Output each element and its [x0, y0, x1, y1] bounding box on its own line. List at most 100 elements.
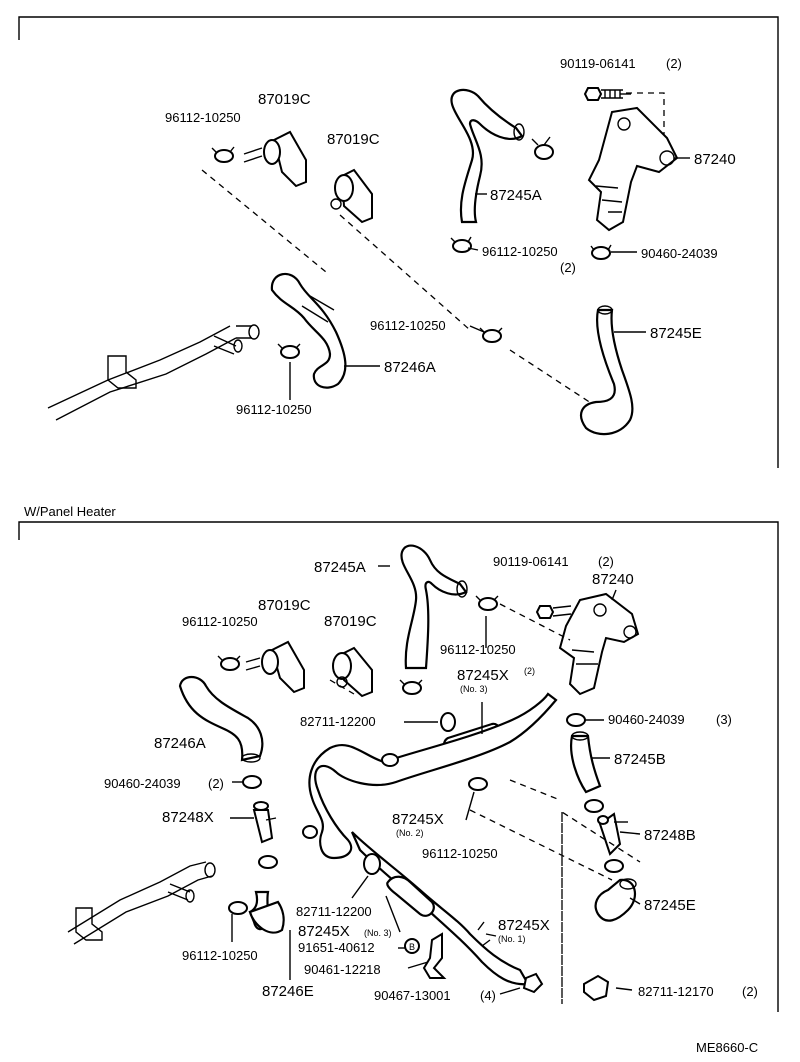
- top-frame: [18, 16, 779, 468]
- b-joint-x-label: 87248X: [162, 809, 214, 826]
- b-grommet2-label: 82711-12200: [296, 904, 372, 919]
- b-band-qty: (4): [480, 988, 496, 1003]
- clamp-lower-left: [228, 901, 248, 915]
- b-clamp-tr-label: 96112-10250: [440, 642, 516, 657]
- clamp-long-hose-a: [381, 753, 399, 767]
- clamp-mid-left-bottom: [399, 679, 423, 695]
- bottom-frame: [18, 521, 779, 1012]
- hose-87245x-no2: [308, 692, 558, 860]
- b-clamp-mid-label: 96112-10250: [422, 846, 498, 861]
- b-hose-x-no2-no: (No. 2): [396, 828, 424, 838]
- hose-87246a: [270, 273, 347, 389]
- clamp-bottom-mid: [450, 236, 472, 253]
- b-clamp-bl-label: 96112-10250: [182, 948, 258, 963]
- clip-90460: [590, 244, 612, 260]
- b-bolt-qty: (2): [598, 554, 614, 569]
- b-hose-x-no3-no: (No. 3): [364, 928, 392, 938]
- bracket-bottom: B: [404, 932, 447, 979]
- b-clip-r-qty: (3): [716, 712, 732, 727]
- section-title: W/Panel Heater: [24, 504, 116, 519]
- b-hose-x-no3-label: 87245X: [298, 923, 350, 940]
- band-clamp: [522, 972, 544, 994]
- b-clip-r-label: 90460-24039: [608, 712, 685, 727]
- b-hose-46a-label: 87246A: [154, 735, 206, 752]
- clamp-bottom-left: [277, 343, 301, 359]
- bottom-section: W/Panel Heater: [18, 504, 779, 1012]
- b-plug-a-label: 87019C: [258, 597, 311, 614]
- clamp-joint-lower: [258, 855, 278, 869]
- b-hose-a-label: 87245A: [314, 559, 366, 576]
- hose-87245e-bottom: [594, 878, 637, 922]
- heater-valve: [587, 106, 679, 232]
- hose-87245b: [570, 734, 602, 794]
- valve-label: 87240: [694, 151, 736, 168]
- bolt-qty: (2): [666, 56, 682, 71]
- engine-pipe-top: [47, 324, 260, 421]
- clamp-tl-bottom: [217, 655, 241, 671]
- hose-87245a-bottom: [400, 544, 468, 670]
- bolt-part: [583, 87, 623, 101]
- clamp-top-mid: [531, 136, 554, 160]
- b-hose-46e-label: 87246E: [262, 983, 314, 1000]
- b-plug-b-label: 87019C: [324, 613, 377, 630]
- hose-87246a-bottom: [178, 675, 264, 762]
- b-hose-x2-qty: (2): [524, 666, 535, 676]
- heater-valve-bottom: [558, 592, 640, 696]
- diagram-code: ME8660-C: [696, 1040, 758, 1055]
- clamp-c-label: 96112-10250: [370, 318, 446, 333]
- clamp-top-left: [211, 146, 235, 163]
- clip-82711-12170: [583, 974, 610, 1002]
- joint-87248x: [252, 801, 277, 844]
- b-clamp-tl-label: 96112-10250: [182, 614, 258, 629]
- engine-pipe-bottom: [67, 861, 216, 945]
- b-hose-x-no2-label: 87245X: [392, 811, 444, 828]
- clamp-mid-label: 96112-10250: [482, 244, 558, 259]
- hose-e-label: 87245E: [650, 325, 702, 342]
- b-hose-x-no1-no: (No. 1): [498, 934, 526, 944]
- plug-a-label: 87019C: [258, 91, 311, 108]
- b-hose-x2-no: (No. 3): [460, 684, 488, 694]
- marker-b: B: [409, 942, 415, 952]
- clamp-long-hose-c: [302, 825, 318, 839]
- bolt-part-bottom: [535, 605, 572, 619]
- plug-87019c-a-bottom: [245, 640, 305, 694]
- clip-90460-left: [242, 775, 262, 789]
- plug-b-label: 87019C: [327, 131, 380, 148]
- clamp-bl-label: 96112-10250: [236, 402, 312, 417]
- hose-87245a: [450, 88, 524, 224]
- clamp-87248b-bottom: [604, 859, 624, 873]
- b-clip-l-qty: (2): [208, 776, 224, 791]
- clamp-mid-qty: (2): [560, 260, 576, 275]
- clamp-96112-c: [479, 327, 503, 343]
- clamp-long-hose-b: [468, 777, 488, 791]
- b-clip-l-label: 90460-24039: [104, 776, 181, 791]
- bolt-label: 90119-06141: [560, 56, 636, 71]
- b-joint-b-label: 87248B: [644, 827, 696, 844]
- b-valve-label: 87240: [592, 571, 634, 588]
- b-bolt-b-label: 91651-40612: [298, 940, 375, 955]
- top-section: 90119-06141 (2) 87019C 96112-10250 87019…: [18, 16, 779, 468]
- b-hose-e-label: 87245E: [644, 897, 696, 914]
- clamp-tr-bottom: [475, 595, 499, 611]
- hose-87245x-no3-lower: [386, 875, 435, 917]
- clamp-87248b-top: [584, 799, 604, 813]
- b-grommet-label: 82711-12200: [300, 714, 376, 729]
- b-band-label: 90467-13001: [374, 988, 451, 1003]
- hose-87245e: [579, 308, 634, 436]
- grommet-82711-12200-lower: [363, 853, 381, 875]
- b-hose-x2-label: 87245X: [457, 667, 509, 684]
- hose-46a-label: 87246A: [384, 359, 436, 376]
- b-clip-clamp2-qty: (2): [742, 984, 758, 999]
- b-hose-x-no1-label: 87245X: [498, 917, 550, 934]
- clip-label: 90460-24039: [641, 246, 718, 261]
- plug-87019c-a: [243, 130, 307, 188]
- joint-87248b: [597, 812, 628, 856]
- b-bolt2-label: 90461-12218: [304, 962, 381, 977]
- b-bolt-label: 90119-06141: [493, 554, 569, 569]
- plug-87019c-b-bottom: [332, 646, 373, 698]
- plug-87019c-b: [330, 168, 373, 224]
- hose-a-label: 87245A: [490, 187, 542, 204]
- clamp-tl-label: 96112-10250: [165, 110, 241, 125]
- b-hose-b-label: 87245B: [614, 751, 666, 768]
- clip-90460-right: [566, 713, 586, 727]
